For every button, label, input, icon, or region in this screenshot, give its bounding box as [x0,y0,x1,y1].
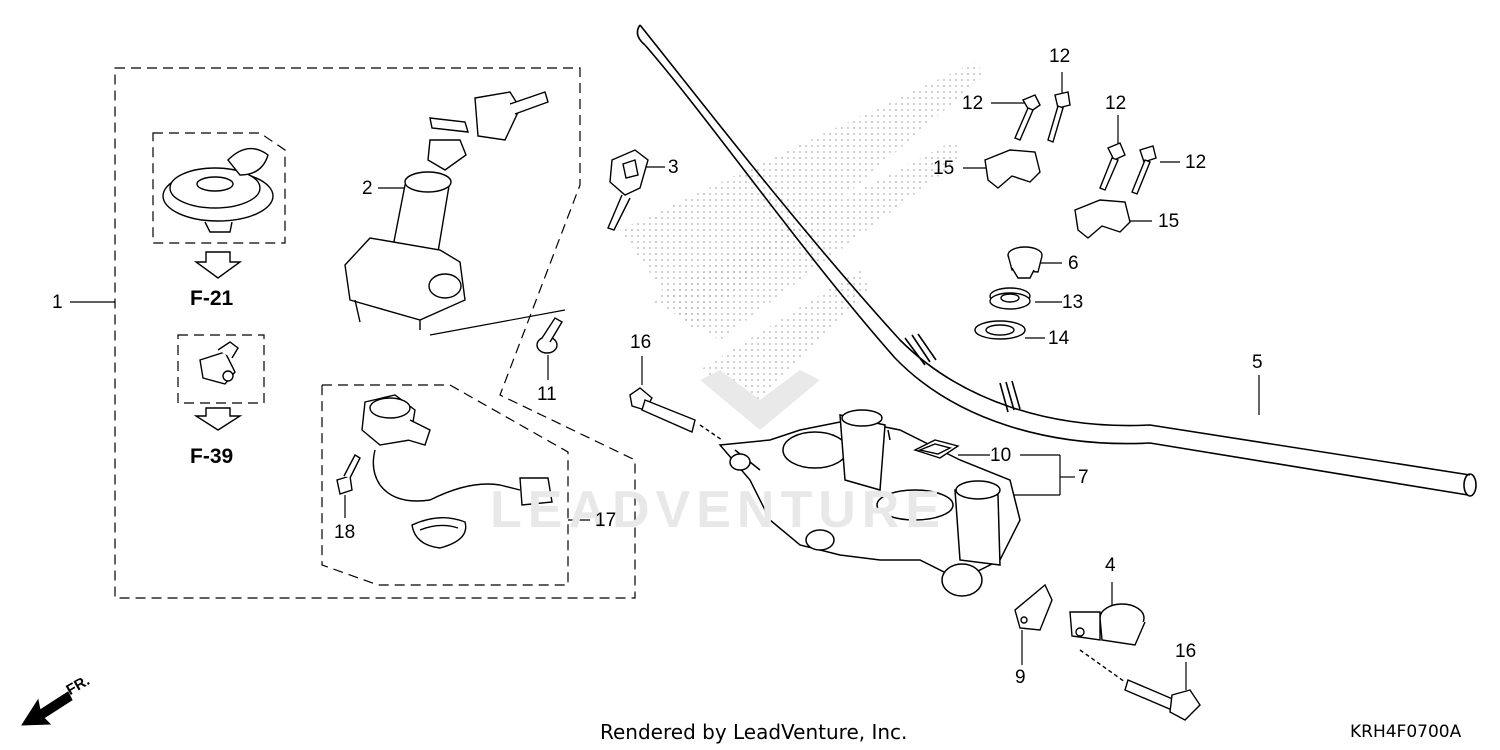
callout-15-b: 15 [1158,211,1180,232]
fuel-cap [162,147,274,233]
stay [1014,583,1053,631]
switch-harness [361,394,553,549]
assembly-group-box [114,67,636,599]
callout-6: 6 [1068,253,1079,274]
handlebar-holder [718,409,1021,597]
front-direction-arrow [21,691,73,726]
rubber-pad [913,439,960,459]
diagram-code: KRH4F0700A [1350,722,1462,742]
callout-4: 4 [1105,555,1116,576]
bolt-upper [629,387,723,441]
rendered-by-credit: Rendered by LeadVenture, Inc. [600,720,908,744]
callout-14: 14 [1048,328,1070,349]
upper-holders [984,149,1131,239]
handlebar [636,24,1477,497]
callout-18: 18 [334,522,356,543]
callout-10: 10 [990,445,1012,466]
callout-1: 1 [52,292,63,313]
callout-9: 9 [1015,667,1026,688]
reference-f21: F-21 [190,287,234,310]
screw-11 [536,317,563,354]
clamp [1069,603,1146,646]
background-emblem [620,62,985,430]
bracket [199,341,239,385]
ref-arrows [193,251,243,431]
callout-5: 5 [1252,352,1263,373]
callout-16-b: 16 [1175,641,1197,662]
callout-13: 13 [1062,292,1084,313]
callout-15-a: 15 [933,158,955,179]
bolt-lower [1079,649,1201,721]
screw-18 [336,454,361,495]
leader-lines [70,72,1260,690]
cap-nut-washer [974,246,1043,340]
callout-7: 7 [1078,467,1089,488]
key [607,149,649,231]
callout-11: 11 [537,384,557,405]
ignition-switch [344,91,549,330]
callout-3: 3 [668,157,679,178]
callout-12-c: 12 [1105,93,1127,114]
callout-16-a: 16 [630,332,652,353]
callout-12-a: 12 [962,93,984,114]
watermark: LEADVENTURE [490,481,947,539]
callout-17: 17 [595,510,617,531]
callout-12-b: 12 [1049,46,1071,67]
reference-f39: F-39 [190,445,234,468]
bolts-12 [1014,91,1157,195]
callout-2: 2 [362,178,373,199]
callout-12-d: 12 [1185,152,1207,173]
